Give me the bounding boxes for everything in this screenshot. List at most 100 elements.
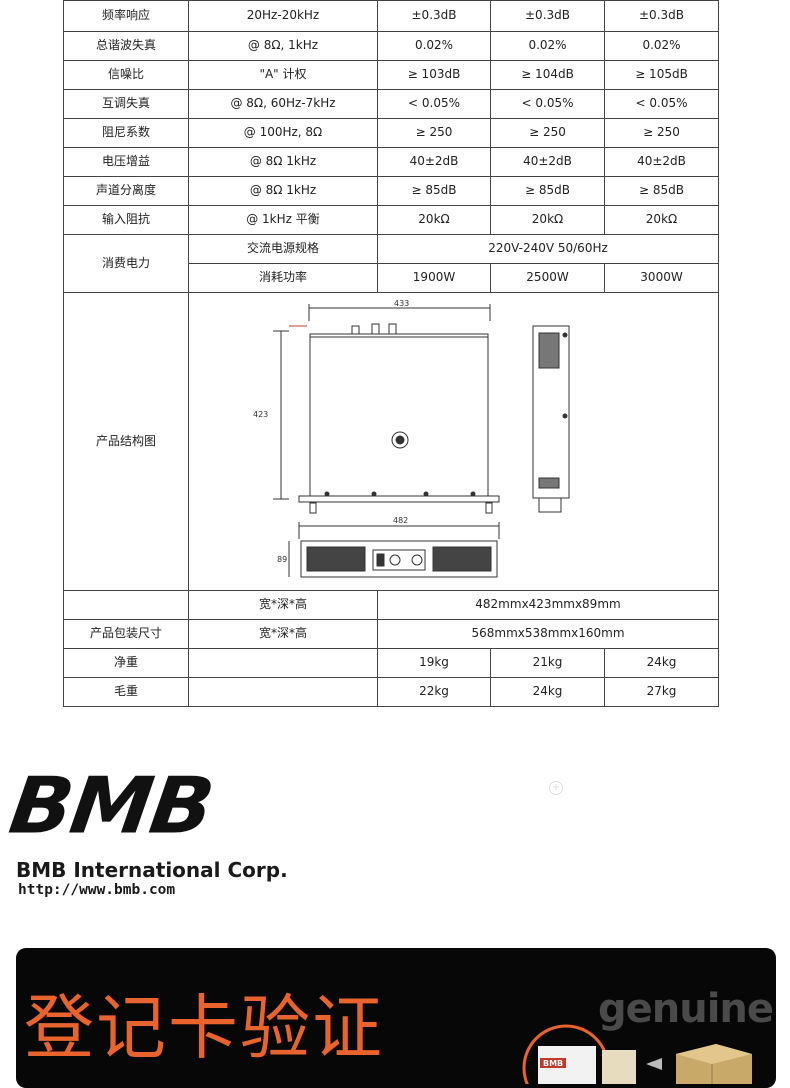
power-label: 消费电力 bbox=[63, 234, 189, 293]
power-consumption-value: 3000W bbox=[604, 263, 719, 293]
row-value: ≥ 250 bbox=[604, 118, 719, 148]
row-value: ≥ 104dB bbox=[490, 60, 605, 90]
row-value: 40±2dB bbox=[377, 147, 491, 177]
package-row: 产品包装尺寸 宽*深*高 568mmx538mmx160mm bbox=[63, 619, 719, 649]
arrow-icon bbox=[646, 1058, 662, 1070]
row-label: 总谐波失真 bbox=[63, 31, 189, 61]
top-view bbox=[273, 304, 500, 514]
gross-weight-value: 22kg bbox=[377, 677, 491, 707]
dim-width-label: 433 bbox=[394, 299, 409, 308]
row-label: 声道分离度 bbox=[63, 176, 189, 206]
row-value: ±0.3dB bbox=[490, 0, 605, 32]
registration-banner: 登记卡验证 genuine BMB bbox=[16, 948, 776, 1088]
net-weight-value: 19kg bbox=[377, 648, 491, 678]
paper-icon bbox=[602, 1050, 636, 1084]
company-name: BMB International Corp. bbox=[16, 858, 288, 882]
row-condition: 20Hz-20kHz bbox=[188, 0, 378, 32]
row-label: 互调失真 bbox=[63, 89, 189, 119]
row-value: ≥ 85dB bbox=[377, 176, 491, 206]
net-weight-label: 净重 bbox=[63, 648, 189, 678]
net-weight-row: 净重 19kg 21kg 24kg bbox=[63, 648, 719, 678]
table-row: 电压增益 @ 8Ω 1kHz 40±2dB 40±2dB 40±2dB bbox=[63, 147, 719, 177]
row-value: ±0.3dB bbox=[377, 0, 491, 32]
power-spec-label: 交流电源规格 bbox=[188, 234, 378, 264]
row-value: ±0.3dB bbox=[604, 0, 719, 32]
table-row: 信噪比 "A" 计权 ≥ 103dB ≥ 104dB ≥ 105dB bbox=[63, 60, 719, 90]
row-label: 信噪比 bbox=[63, 60, 189, 90]
bmb-logo: BMB bbox=[4, 761, 218, 852]
dim-front-width-label: 482 bbox=[393, 516, 408, 525]
row-condition: "A" 计权 bbox=[188, 60, 378, 90]
row-value: 40±2dB bbox=[490, 147, 605, 177]
net-weight-empty bbox=[188, 648, 378, 678]
table-row: 阻尼系数 @ 100Hz, 8Ω ≥ 250 ≥ 250 ≥ 250 bbox=[63, 118, 719, 148]
row-value: 0.02% bbox=[490, 31, 605, 61]
row-condition: @ 8Ω 1kHz bbox=[188, 147, 378, 177]
table-row: 声道分离度 @ 8Ω 1kHz ≥ 85dB ≥ 85dB ≥ 85dB bbox=[63, 176, 719, 206]
table-row: 频率响应 20Hz-20kHz ±0.3dB ±0.3dB ±0.3dB bbox=[63, 0, 719, 32]
size-dims-label: 宽*深*高 bbox=[188, 590, 378, 620]
row-condition: @ 8Ω, 60Hz-7kHz bbox=[188, 89, 378, 119]
spec-table: 频率响应 20Hz-20kHz ±0.3dB ±0.3dB ±0.3dB 总谐波… bbox=[63, 0, 719, 707]
size-row: 宽*深*高 482mmx423mmx89mm bbox=[63, 590, 719, 620]
gross-weight-row: 毛重 22kg 24kg 27kg bbox=[63, 677, 719, 707]
dim-depth-label: 423 bbox=[253, 410, 268, 419]
power-consumption-value: 2500W bbox=[490, 263, 605, 293]
front-view bbox=[288, 522, 500, 578]
package-label: 产品包装尺寸 bbox=[63, 619, 189, 649]
net-weight-value: 24kg bbox=[604, 648, 719, 678]
power-consumption-label: 消耗功率 bbox=[188, 263, 378, 293]
row-value: ≥ 105dB bbox=[604, 60, 719, 90]
row-value: ≥ 85dB bbox=[604, 176, 719, 206]
table-row: 互调失真 @ 8Ω, 60Hz-7kHz < 0.05% < 0.05% < 0… bbox=[63, 89, 719, 119]
net-weight-value: 21kg bbox=[490, 648, 605, 678]
row-label: 阻尼系数 bbox=[63, 118, 189, 148]
amplifier-drawing: 433 423 bbox=[253, 299, 570, 578]
row-value: 40±2dB bbox=[604, 147, 719, 177]
row-value: 0.02% bbox=[604, 31, 719, 61]
row-label: 输入阻抗 bbox=[63, 205, 189, 235]
size-empty-label bbox=[63, 590, 189, 620]
power-consumption-value: 1900W bbox=[377, 263, 491, 293]
plus-circle-icon: + bbox=[549, 781, 563, 795]
diagram-label: 产品结构图 bbox=[63, 292, 189, 591]
gross-weight-label: 毛重 bbox=[63, 677, 189, 707]
row-condition: @ 100Hz, 8Ω bbox=[188, 118, 378, 148]
row-value: 0.02% bbox=[377, 31, 491, 61]
row-condition: @ 8Ω, 1kHz bbox=[188, 31, 378, 61]
side-view bbox=[532, 325, 570, 513]
product-structure-diagram: 433 423 bbox=[189, 293, 716, 590]
row-value: < 0.05% bbox=[490, 89, 605, 119]
row-value: 20kΩ bbox=[604, 205, 719, 235]
row-value: ≥ 250 bbox=[377, 118, 491, 148]
genuine-watermark: genuine bbox=[598, 986, 774, 1032]
banner-title: 登记卡验证 bbox=[24, 987, 384, 1069]
package-dims-label: 宽*深*高 bbox=[188, 619, 378, 649]
row-label: 电压增益 bbox=[63, 147, 189, 177]
card-logo-text: BMB bbox=[543, 1059, 563, 1068]
row-value: < 0.05% bbox=[604, 89, 719, 119]
power-consumption-row: 消耗功率 1900W 2500W 3000W bbox=[64, 263, 719, 293]
gross-weight-empty bbox=[188, 677, 378, 707]
registration-card-illustration: BMB bbox=[522, 1024, 752, 1084]
brand-block: BMB BMB International Corp. http://www.b… bbox=[4, 761, 316, 903]
dim-height-label: 89 bbox=[277, 555, 287, 564]
row-value: < 0.05% bbox=[377, 89, 491, 119]
row-value: ≥ 103dB bbox=[377, 60, 491, 90]
product-diagram-cell: 433 423 bbox=[188, 292, 719, 591]
diagram-row: 产品结构图 bbox=[63, 292, 719, 591]
row-value: ≥ 85dB bbox=[490, 176, 605, 206]
size-dims-value: 482mmx423mmx89mm bbox=[377, 590, 719, 620]
row-condition: @ 1kHz 平衡 bbox=[188, 205, 378, 235]
gross-weight-value: 27kg bbox=[604, 677, 719, 707]
row-label: 频率响应 bbox=[63, 0, 189, 32]
row-condition: @ 8Ω 1kHz bbox=[188, 176, 378, 206]
power-spec-value: 220V-240V 50/60Hz bbox=[377, 234, 719, 264]
package-dims-value: 568mmx538mmx160mm bbox=[377, 619, 719, 649]
gross-weight-value: 24kg bbox=[490, 677, 605, 707]
table-row: 总谐波失真 @ 8Ω, 1kHz 0.02% 0.02% 0.02% bbox=[63, 31, 719, 61]
company-url[interactable]: http://www.bmb.com bbox=[18, 882, 176, 898]
table-row: 输入阻抗 @ 1kHz 平衡 20kΩ 20kΩ 20kΩ bbox=[63, 205, 719, 235]
row-value: 20kΩ bbox=[490, 205, 605, 235]
power-spec-row: 消费电力 交流电源规格 220V-240V 50/60Hz bbox=[63, 234, 719, 293]
